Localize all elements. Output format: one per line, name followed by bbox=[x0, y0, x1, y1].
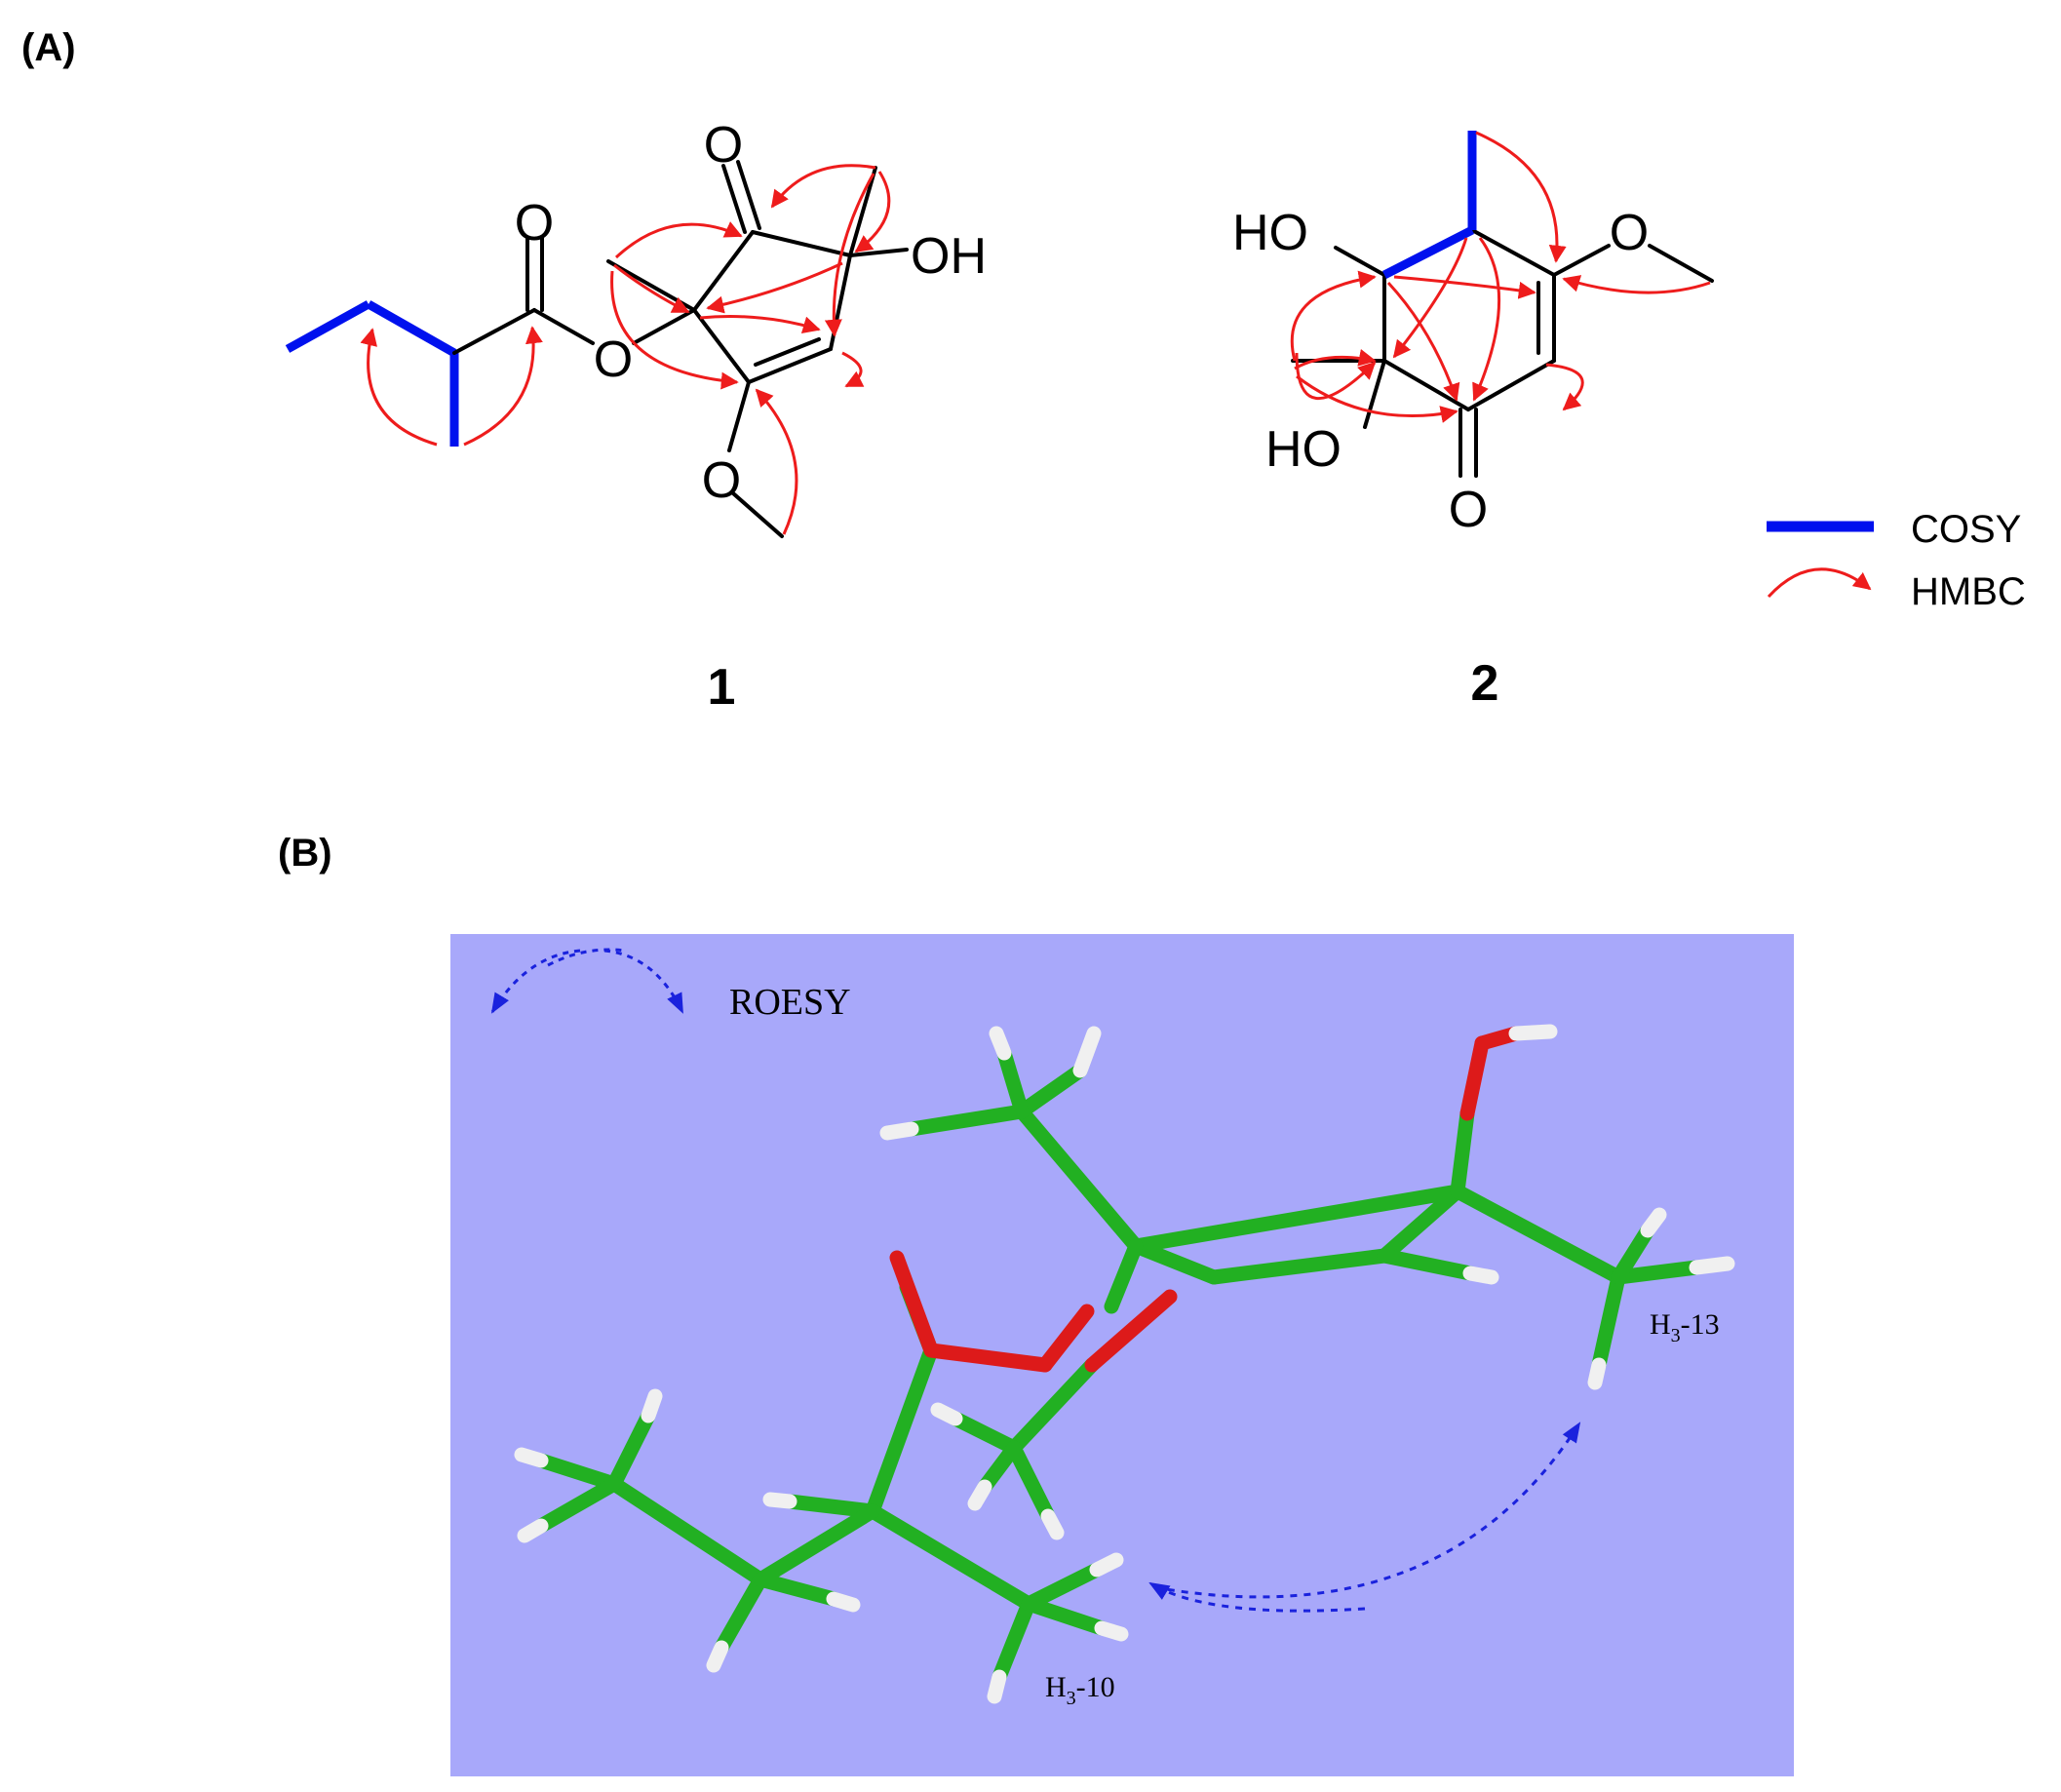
c1-ester-oxygen: O bbox=[594, 331, 633, 388]
c2-hmbc-arrows bbox=[1290, 131, 1711, 423]
c1-methoxy-oxygen: O bbox=[702, 452, 741, 509]
legend: COSY HMBC bbox=[1767, 508, 2026, 613]
panel-b-model: ROESY bbox=[450, 934, 1794, 1776]
legend-hmbc-arrow bbox=[1767, 567, 1872, 599]
compound-1-number: 1 bbox=[708, 659, 736, 716]
c1-hmbc-arrows bbox=[360, 164, 891, 535]
c2-ho-bottom: HO bbox=[1265, 421, 1342, 478]
legend-hmbc-label: HMBC bbox=[1911, 570, 2026, 613]
c1-carbonyl-oxygen: O bbox=[515, 195, 554, 252]
compound-2-number: 2 bbox=[1471, 655, 1499, 712]
panel-b-label: (B) bbox=[278, 832, 332, 875]
compound-2-structure: HO HO O O 2 bbox=[1232, 131, 1714, 712]
c2-ho-top: HO bbox=[1232, 205, 1308, 261]
c1-oh-label: OH bbox=[911, 228, 987, 285]
roesy-legend-arrow-right bbox=[603, 949, 684, 1014]
model-background bbox=[450, 934, 1794, 1776]
roesy-label: ROESY bbox=[729, 982, 851, 1023]
c2-methoxy-oxygen: O bbox=[1610, 205, 1649, 261]
h3-10-label: H3-10 bbox=[1045, 1671, 1115, 1709]
panel-a-label: (A) bbox=[21, 26, 76, 69]
h3-13-label: H3-13 bbox=[1650, 1308, 1720, 1346]
c1-ketone-oxygen: O bbox=[704, 117, 743, 174]
legend-cosy-label: COSY bbox=[1911, 508, 2021, 551]
compound-1-structure: O O O OH O 1 bbox=[285, 117, 987, 716]
c2-ketone-oxygen: O bbox=[1449, 482, 1488, 538]
roesy-legend-arrow-left bbox=[490, 949, 581, 1014]
